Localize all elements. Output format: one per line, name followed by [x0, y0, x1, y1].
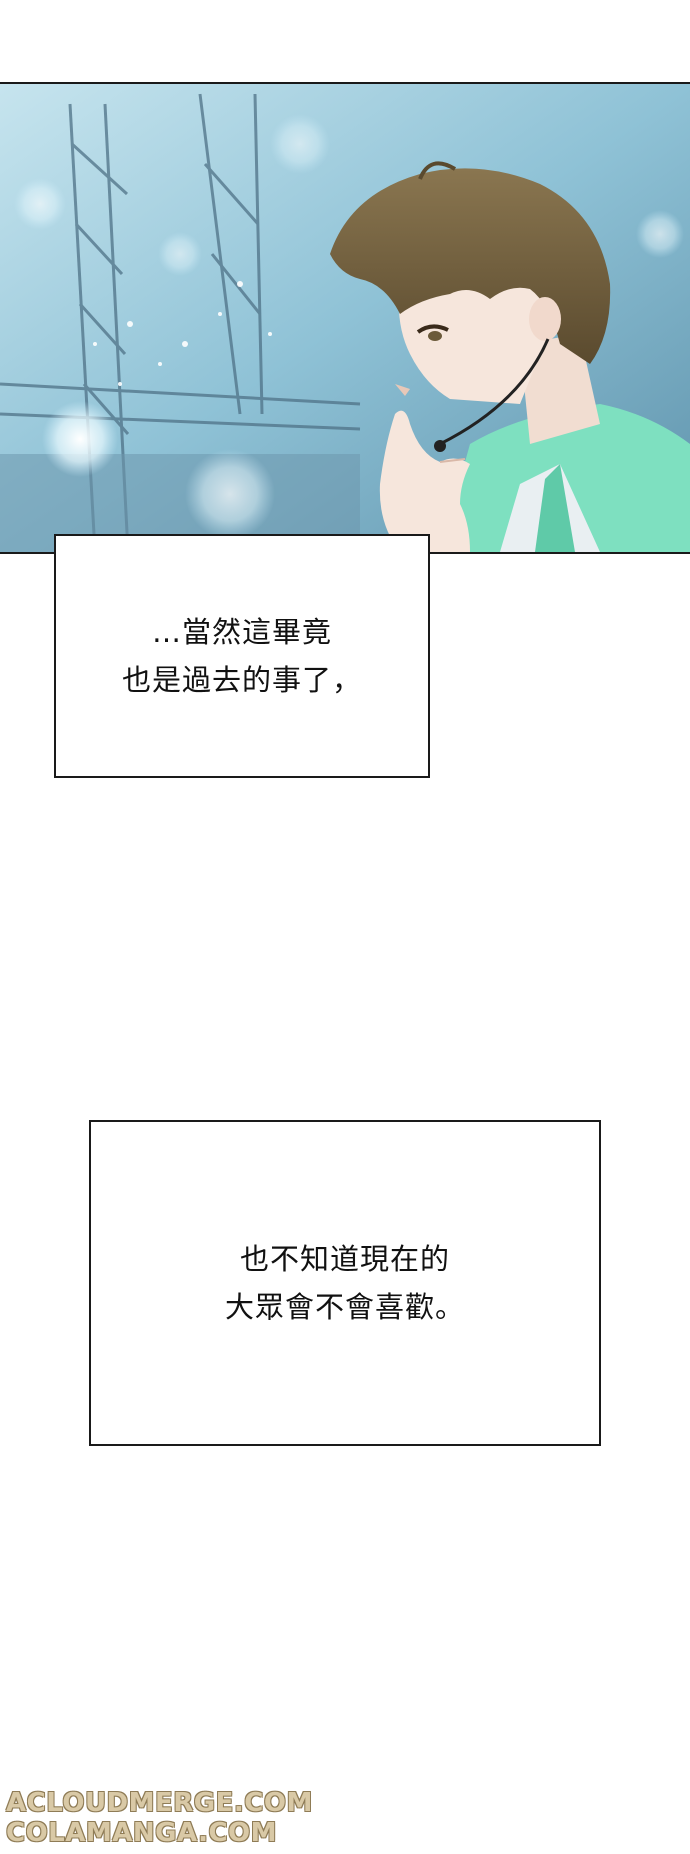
caption-line: 大眾會不會喜歡。 [224, 1290, 465, 1324]
stage-scene-illustration [0, 84, 690, 552]
watermark-line: COLAMANGA.COM [6, 1818, 278, 1848]
watermark: ACLOUDMERGE.COM COLAMANGA.COM [6, 1788, 313, 1848]
manga-panel [0, 82, 690, 554]
watermark-line: ACLOUDMERGE.COM [6, 1788, 313, 1818]
caption-line: 也是過去的事了， [121, 663, 362, 697]
caption-line: 也不知道現在的 [239, 1242, 450, 1276]
caption-line: …當然這畢竟 [151, 615, 332, 649]
narration-caption-box: 也不知道現在的 大眾會不會喜歡。 [89, 1120, 601, 1446]
narration-caption-box: …當然這畢竟 也是過去的事了， [54, 534, 430, 778]
